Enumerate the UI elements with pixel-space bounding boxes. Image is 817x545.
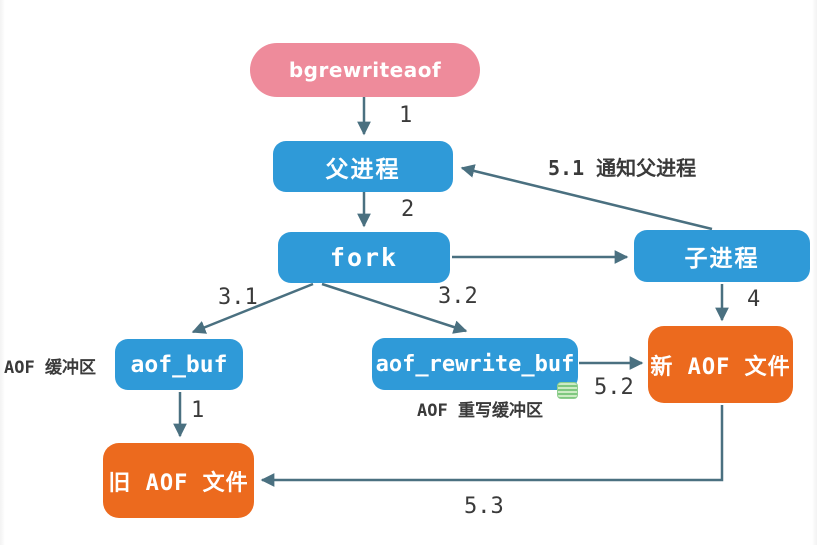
node-aof-buf: aof_buf [115,339,243,390]
node-bgrewriteaof: bgrewriteaof [250,43,480,97]
node-new-aof-file-label: 新 AOF 文件 [650,354,791,380]
node-old-aof-file: 旧 AOF 文件 [103,443,254,518]
edge-label-step-3-2: 3.2 [438,284,478,309]
node-aof-rewrite-buf-label: aof_rewrite_buf [375,351,575,377]
node-aof-buf-label: aof_buf [130,351,228,378]
node-fork: fork [278,232,450,283]
node-bgrewriteaof-label: bgrewriteaof [288,58,442,82]
node-aof-rewrite-buf: aof_rewrite_buf [372,338,578,390]
note-icon [557,382,578,399]
edge-label-step-4: 4 [747,287,761,312]
node-new-aof-file: 新 AOF 文件 [648,326,793,403]
left-edge-shade [0,0,5,545]
edge-label-step-2: 2 [401,197,415,222]
caption-aof-rewrite-buffer: AOF 重写缓冲区 [417,401,543,421]
edge-label-step-3-1: 3.1 [218,285,258,310]
node-old-aof-file-label: 旧 AOF 文件 [108,470,249,496]
node-child-process: 子进程 [634,230,810,282]
edge-label-step-1: 1 [399,103,413,128]
right-edge-shade [812,0,817,545]
caption-aof-buffer: AOF 缓冲区 [4,358,96,378]
node-fork-label: fork [329,243,399,272]
edge-label-aofbuf-flush-1: 1 [191,398,205,423]
node-parent-process-label: 父进程 [325,156,401,183]
edge-label-step-5-1-notify-parent: 5.1 通知父进程 [548,156,697,180]
edge-label-step-5-2: 5.2 [594,375,634,400]
node-parent-process: 父进程 [273,141,453,192]
edge-label-step-5-3: 5.3 [464,494,504,519]
node-child-process-label: 子进程 [684,246,760,272]
